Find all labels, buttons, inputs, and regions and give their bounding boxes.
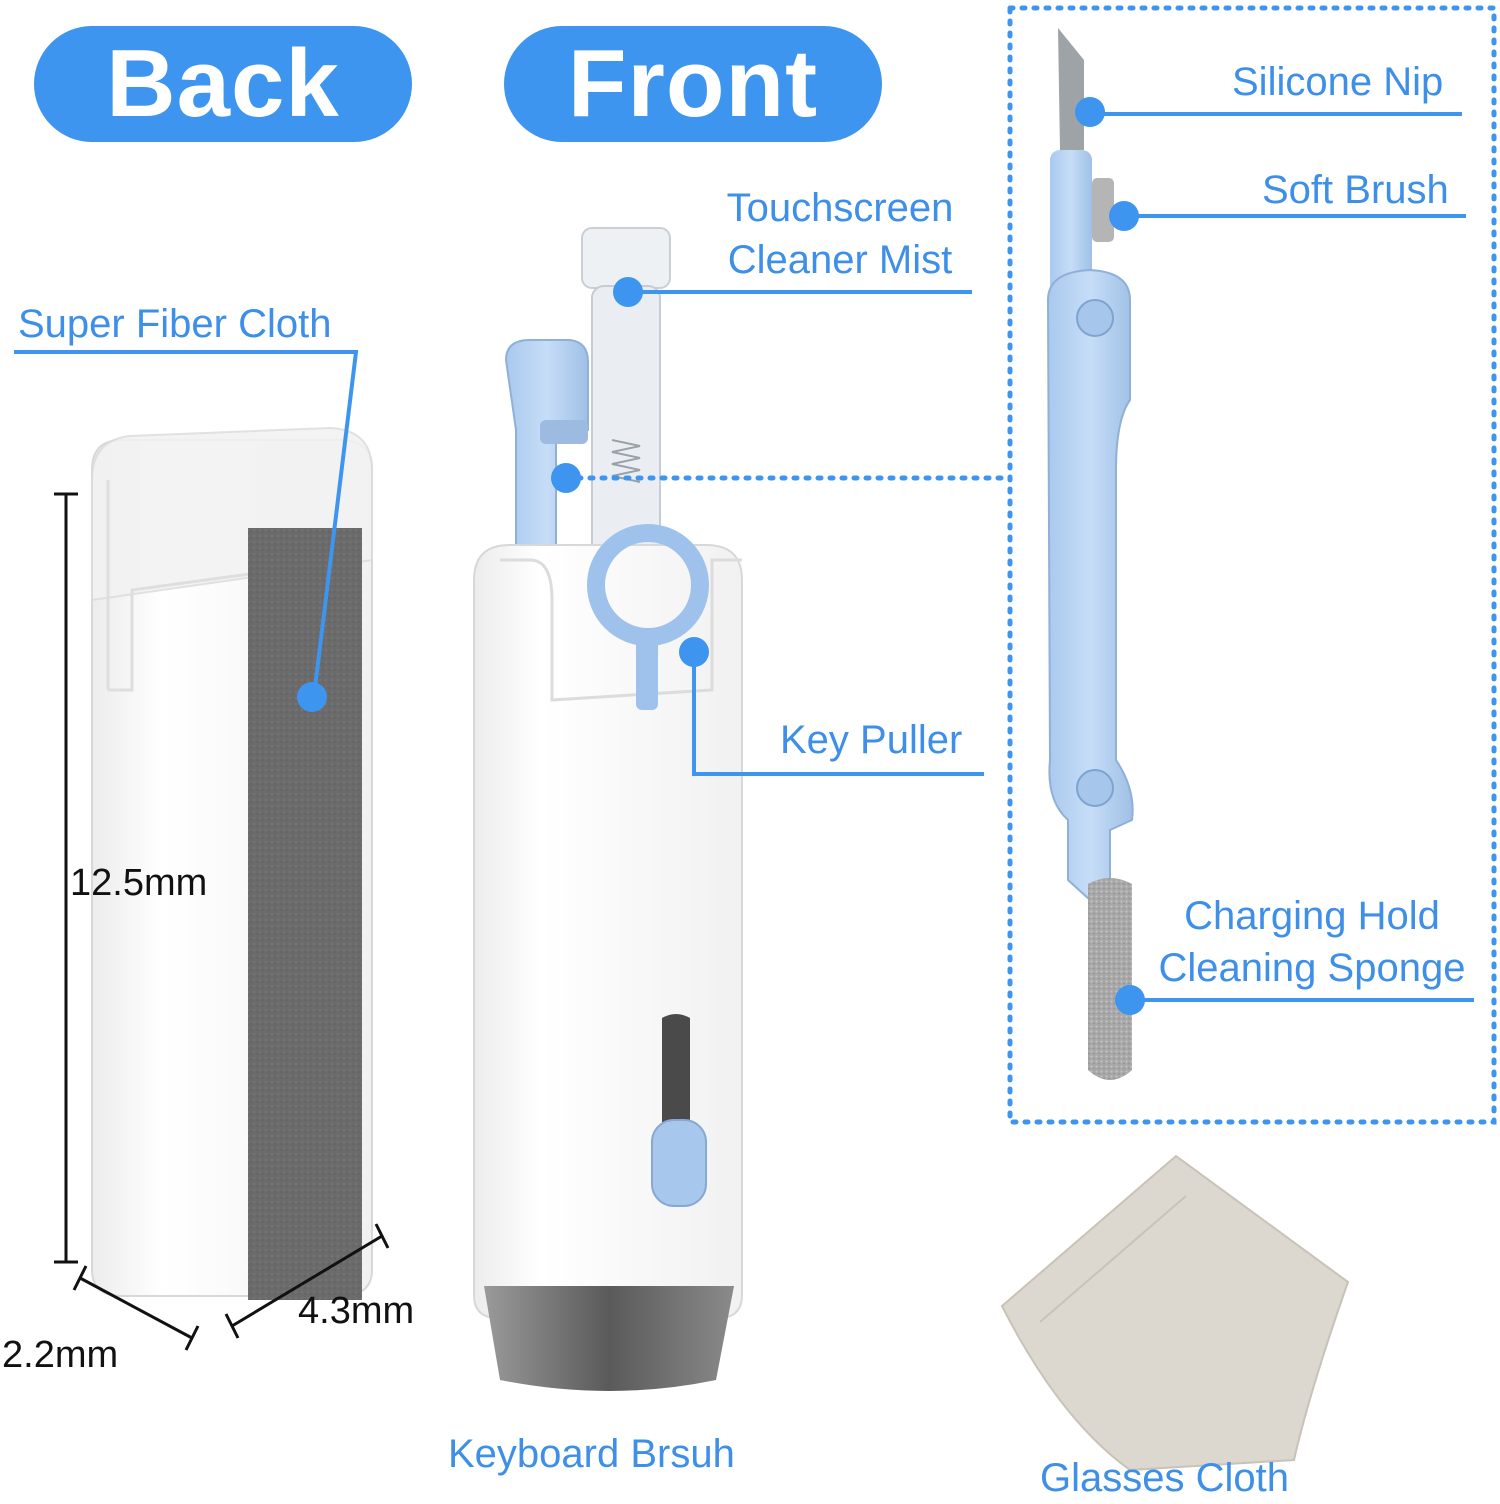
label-touchscreen-mist-line1: Touchscreen — [726, 186, 954, 230]
soft-brush-dot — [1109, 201, 1139, 231]
label-soft-brush: Soft Brush — [1262, 168, 1449, 212]
front-header: Front — [504, 26, 882, 142]
cleaning-sponge — [1088, 878, 1132, 1080]
key-puller-dot — [679, 637, 709, 667]
super-fiber-cloth-leader — [14, 350, 359, 697]
key-puller-leader — [692, 650, 984, 776]
label-silicone-nip: Silicone Nip — [1232, 60, 1444, 104]
depth-tick-right — [184, 1325, 200, 1351]
width-tick-left — [224, 1313, 240, 1339]
label-touchscreen-mist: Touchscreen Cleaner Mist — [700, 182, 980, 286]
label-glasses-cloth: Glasses Cloth — [1040, 1456, 1289, 1500]
back-unit-cap-outline — [106, 480, 353, 692]
keyboard-brush-bristles — [484, 1286, 734, 1391]
pen-tool-dot — [551, 463, 581, 493]
tool-hinge-bottom — [1076, 769, 1114, 807]
width-tick-right — [374, 1223, 390, 1249]
glasses-cloth — [1000, 1154, 1350, 1472]
dimension-height: 12.5mm — [70, 862, 208, 904]
label-keyboard-brush: Keyboard Brsuh — [448, 1432, 735, 1476]
glasses-cloth-fold — [1039, 1195, 1187, 1323]
key-puller-stem — [636, 630, 658, 710]
touchscreen-mist-dot — [613, 277, 643, 307]
mist-spring — [611, 439, 641, 483]
tool-main-body — [1046, 268, 1134, 902]
back-unit — [91, 426, 373, 1300]
slider-button — [651, 1119, 707, 1207]
depth-line — [79, 1276, 193, 1340]
label-super-fiber-cloth: Super Fiber Cloth — [18, 302, 332, 346]
pen-tool-hinge — [540, 420, 588, 444]
soft-brush-head — [1092, 178, 1114, 242]
tool-hinge-top — [1076, 299, 1114, 337]
label-touchscreen-mist-line2: Cleaner Mist — [727, 238, 953, 282]
dimension-depth: 2.2mm — [2, 1334, 119, 1376]
front-unit-slot — [500, 558, 742, 702]
exploded-tool-frame — [1007, 5, 1497, 1125]
silicone-nip-blade — [1058, 28, 1084, 150]
exploded-tool — [1007, 5, 1497, 1125]
label-charging-hold-line2: Cleaning Sponge — [1158, 946, 1466, 990]
depth-tick-left — [72, 1265, 88, 1291]
dimension-width: 4.3mm — [298, 1290, 415, 1332]
silicone-nip-dot — [1075, 97, 1105, 127]
super-fiber-cloth-pad — [248, 528, 362, 1300]
label-charging-hold: Charging Hold Cleaning Sponge — [1140, 890, 1484, 994]
callout-dots — [297, 97, 1145, 1015]
label-charging-hold-line1: Charging Hold — [1184, 894, 1440, 938]
label-key-puller: Key Puller — [780, 718, 963, 762]
super-fiber-cloth-dot — [297, 682, 327, 712]
charging-hold-dot — [1115, 985, 1145, 1015]
back-header: Back — [34, 26, 412, 142]
dimension-lines — [54, 492, 390, 1351]
callout-lines — [14, 112, 1474, 1002]
front-unit — [473, 227, 743, 1391]
width-line — [231, 1234, 383, 1328]
